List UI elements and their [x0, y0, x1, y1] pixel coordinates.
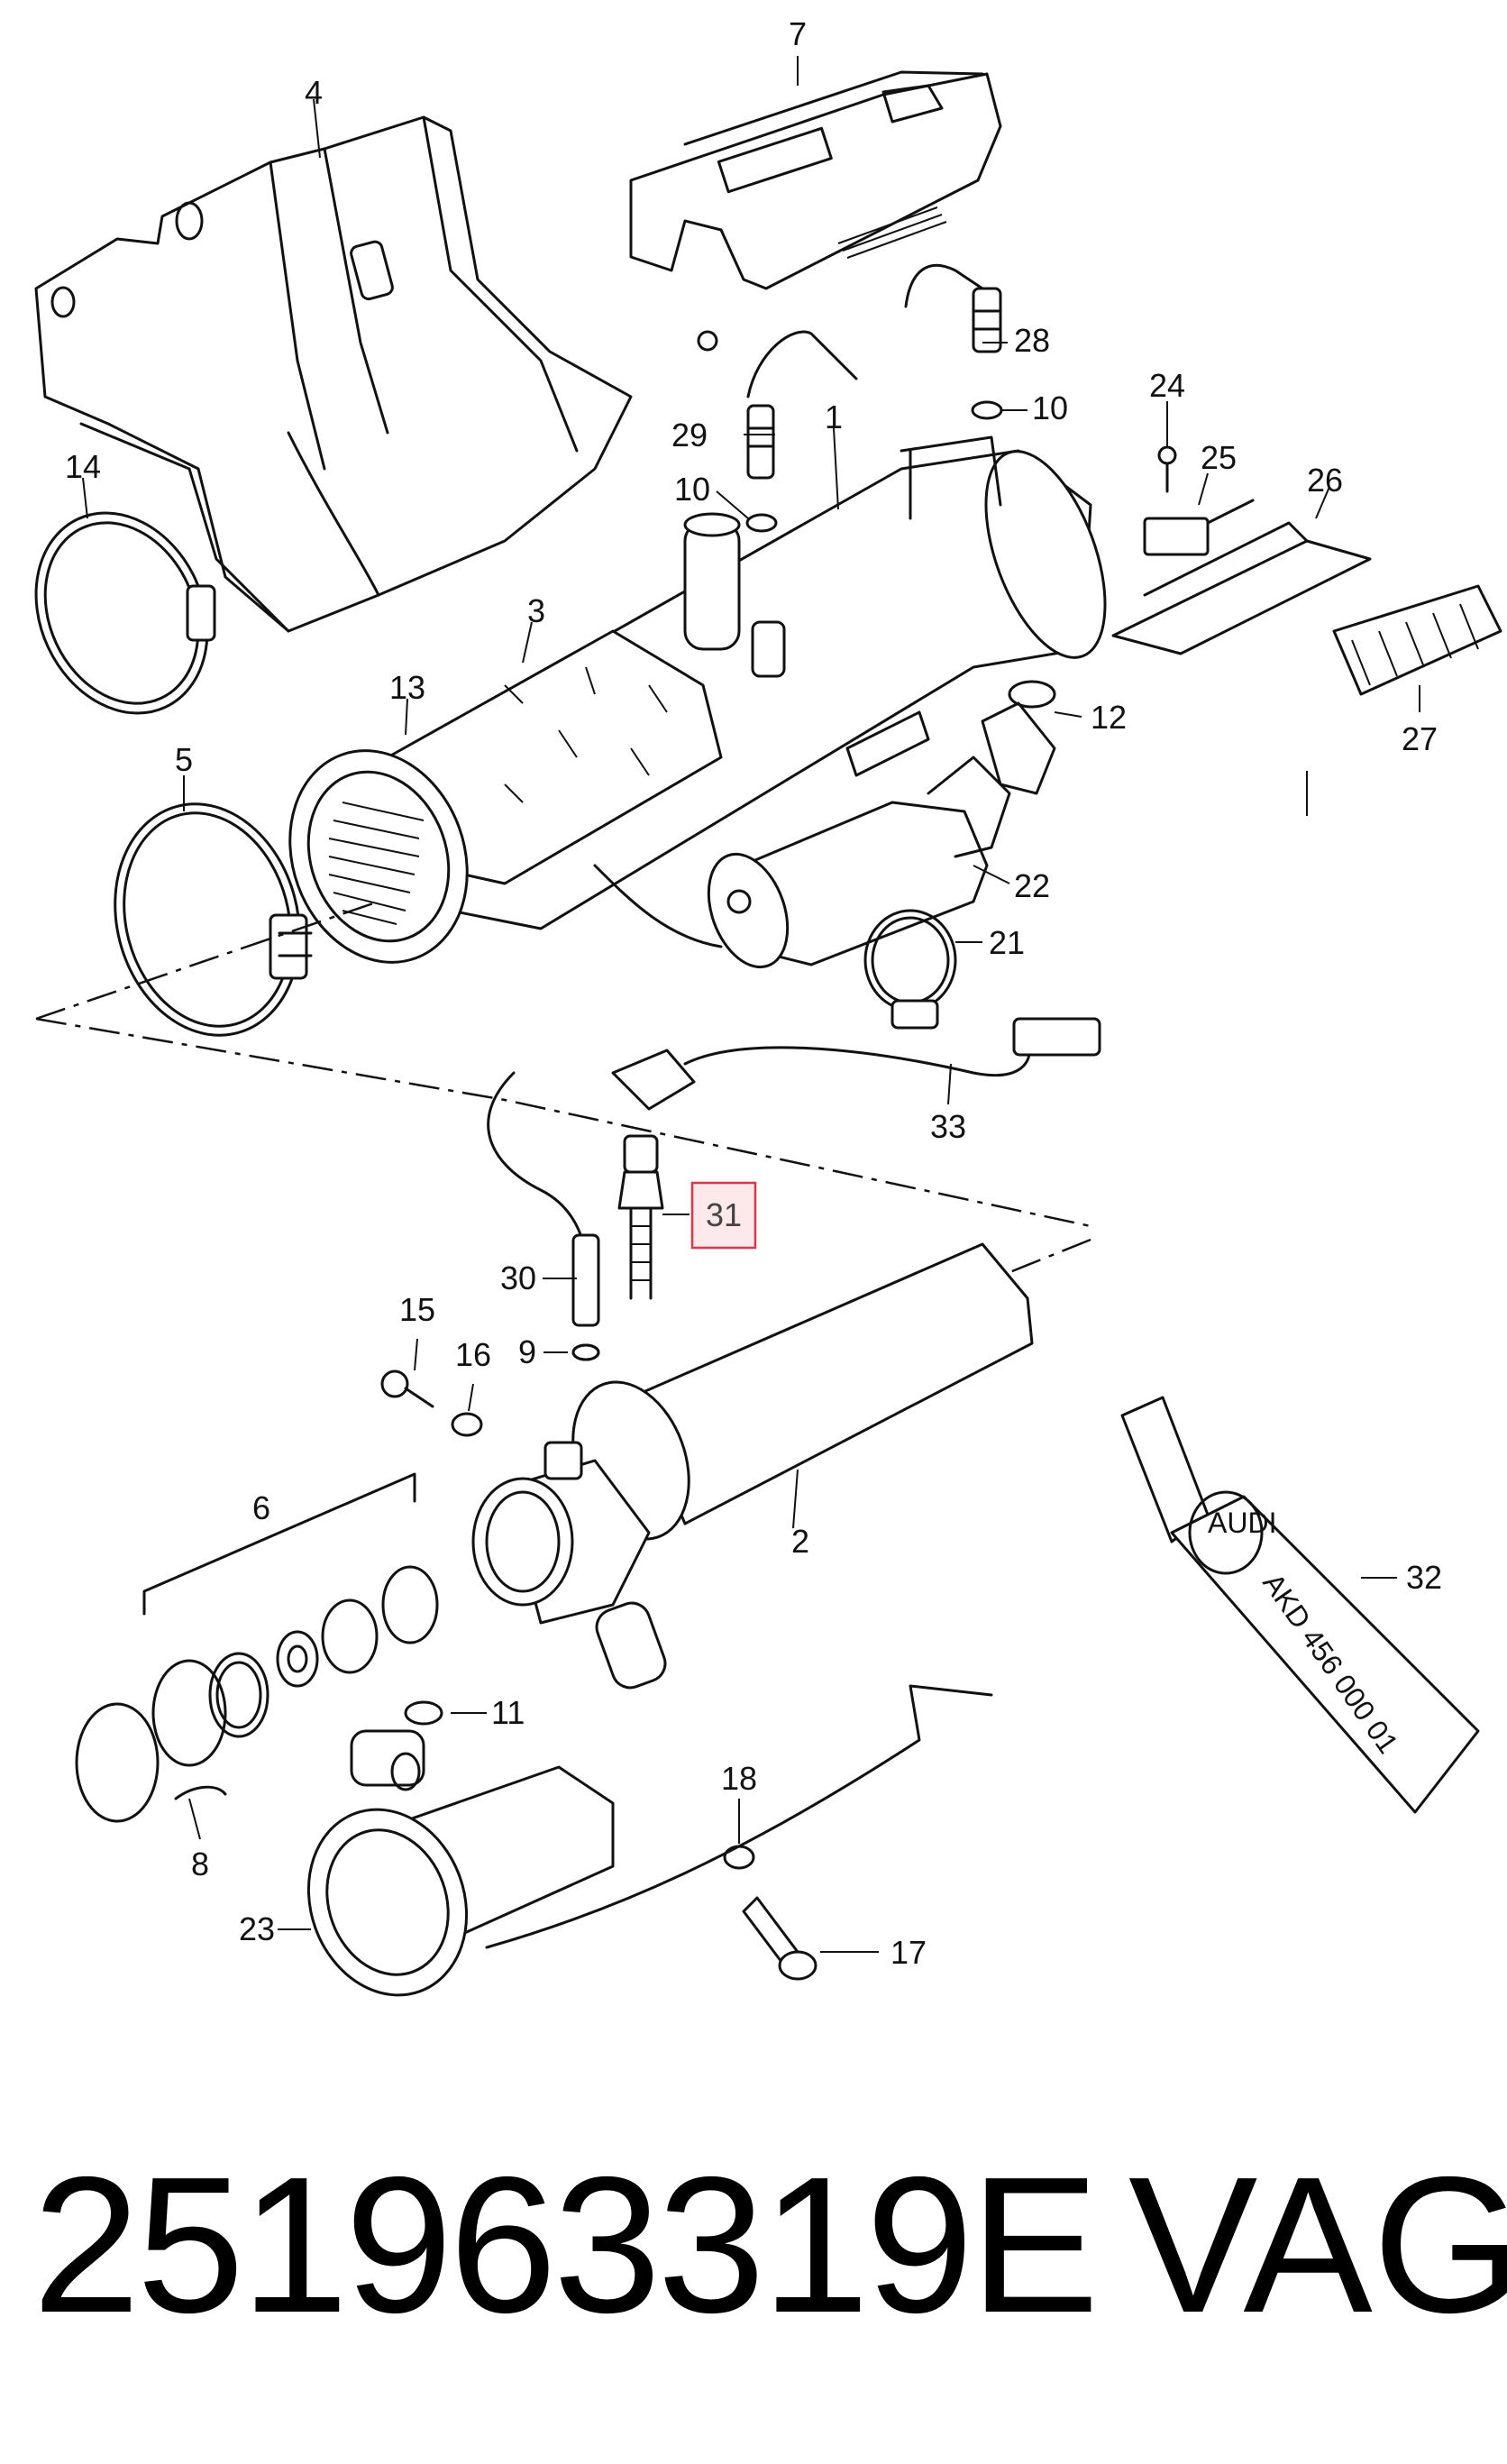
part-25-relay	[1143, 499, 1255, 556]
callout-15: 15	[399, 1291, 435, 1328]
callout-7: 7	[789, 15, 807, 52]
part-15-screw	[380, 1369, 434, 1408]
part-18-washer	[723, 1845, 755, 1870]
callout-2: 2	[791, 1523, 809, 1560]
callout-3: 3	[527, 592, 545, 629]
part-14-hose-clamp	[34, 511, 216, 715]
part-8-retaining-clip	[75, 1702, 227, 1823]
callout-24: 24	[1149, 367, 1185, 404]
part-cover-clip	[697, 330, 718, 352]
callout-25: 25	[1201, 439, 1237, 476]
callout-28: 28	[1014, 322, 1050, 359]
part-31-temperature-sensor	[617, 1134, 664, 1300]
part-26-bracket	[1111, 521, 1372, 655]
part-11-o-ring	[404, 1700, 443, 1726]
callout-10a: 10	[1032, 389, 1068, 426]
callout-29: 29	[671, 417, 708, 453]
leader-lines	[82, 56, 1420, 1953]
part-21-hose-clamp	[863, 909, 957, 1030]
callout-11: 11	[491, 1694, 525, 1731]
part-9-o-ring	[571, 1343, 600, 1361]
callout-23: 23	[239, 1910, 275, 1947]
callout-26: 26	[1307, 462, 1343, 499]
callout-27: 27	[1402, 720, 1438, 757]
part-23-circulation-pump	[306, 1684, 993, 1997]
part-29-sensor	[746, 330, 858, 480]
part-13-burner-insert	[288, 749, 469, 964]
tube-brand-mark: AUDI	[1208, 1507, 1276, 1539]
callout-30: 30	[500, 1259, 536, 1296]
highlight-box-31	[690, 1181, 757, 1250]
part-10-o-ring-upper	[971, 400, 1003, 420]
part-28-sensor	[904, 263, 1002, 353]
part-27-connector	[1332, 584, 1502, 696]
callout-9: 9	[518, 1333, 536, 1370]
callout-13: 13	[389, 669, 425, 706]
part-10-o-ring-lower	[745, 513, 778, 533]
callout-21: 21	[989, 924, 1025, 961]
callout-16: 16	[455, 1336, 491, 1373]
callout-5: 5	[175, 741, 193, 778]
callout-33: 33	[930, 1108, 966, 1145]
callout-10b: 10	[674, 471, 710, 508]
part-17-screw	[742, 1896, 817, 1981]
callout-14: 14	[65, 448, 101, 485]
part-6-filter-set	[142, 1472, 439, 1767]
callout-labels: 7 4 14 3 13 5 1 28 10 29 10 12 24 25 26 …	[65, 15, 1442, 1971]
part-5-band-clamp	[114, 802, 313, 1037]
part-22-blower-motor	[593, 701, 1056, 969]
callout-31: 31	[706, 1196, 742, 1233]
footer: 251963319E VAG	[0, 2110, 1507, 2380]
callout-4: 4	[305, 74, 323, 111]
part-33-cable-plug	[611, 1017, 1101, 1111]
brand-name: VAG	[1128, 2136, 1507, 2353]
alignment-line-upper	[35, 900, 1091, 1228]
part-number: 251963319E	[32, 2136, 1100, 2353]
part-4-heat-shield	[34, 115, 633, 633]
callout-1: 1	[825, 398, 843, 435]
callout-6: 6	[252, 1489, 270, 1526]
callout-32: 32	[1406, 1559, 1442, 1596]
part-2-heat-exchanger	[471, 1242, 1034, 1690]
callout-22: 22	[1014, 867, 1050, 904]
alignment-line-lower	[630, 1238, 1091, 1426]
part-32-sealant-tube: AUDI AKD 456 000 01	[1120, 1396, 1480, 1814]
part-12-o-ring	[1008, 680, 1056, 709]
callout-17: 17	[890, 1934, 927, 1971]
callout-18: 18	[721, 1760, 757, 1797]
part-24-screw	[1157, 445, 1177, 493]
callout-12: 12	[1091, 699, 1127, 736]
part-16-washer	[451, 1412, 483, 1437]
callout-8: 8	[191, 1846, 209, 1882]
part-7-cover	[629, 70, 1002, 290]
